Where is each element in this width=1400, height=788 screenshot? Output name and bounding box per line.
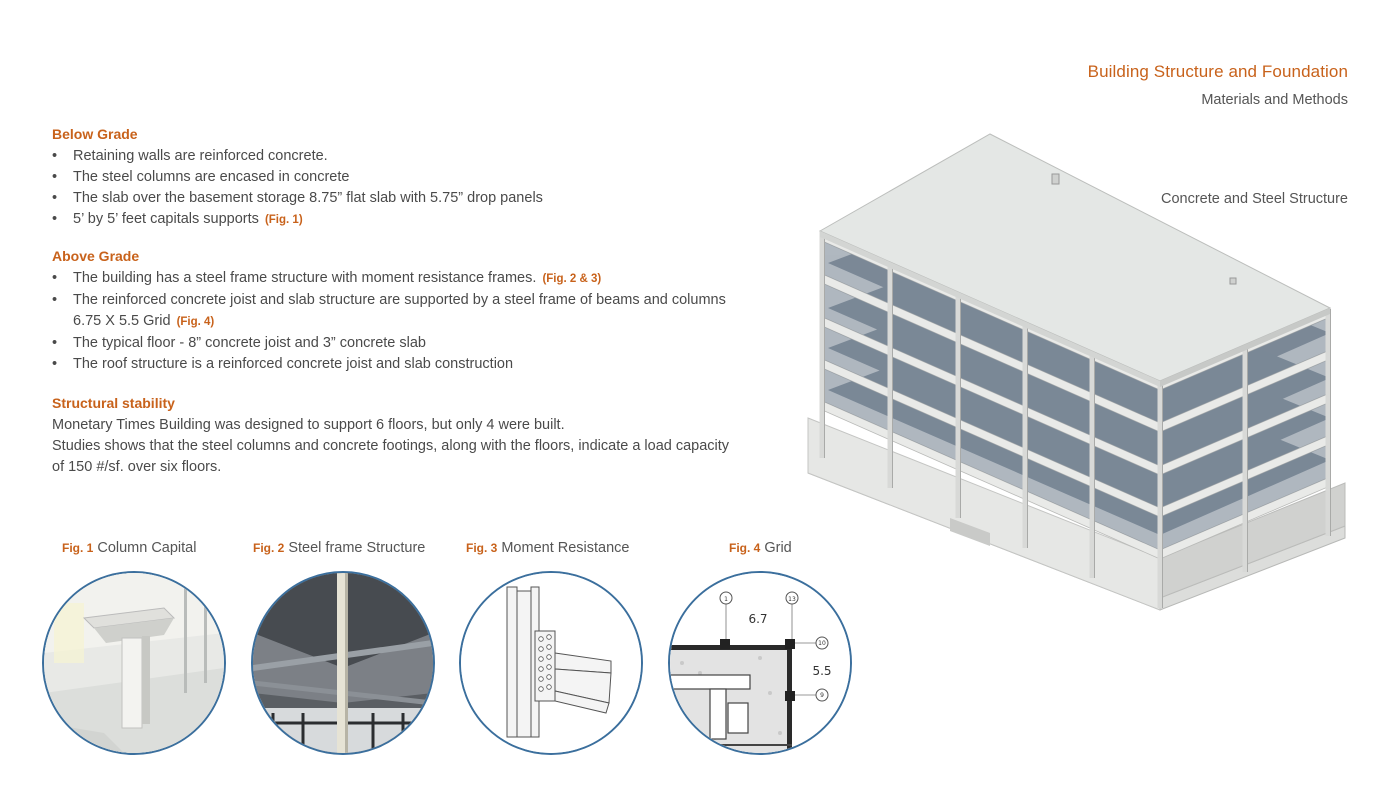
list-item: 5’ by 5’ feet capitals supports (Fig. 1) (52, 209, 732, 231)
grid-dimension-vertical: 5.5 (812, 664, 831, 678)
grid-tag-9: 9 (820, 692, 824, 699)
page-title: Building Structure and Foundation (1087, 62, 1348, 81)
list-item: Retaining walls are reinforced concrete. (52, 146, 732, 167)
below-grade-heading: Below Grade (52, 126, 138, 142)
grid-tag-13: 13 (788, 596, 796, 603)
list-item: The steel columns are encased in concret… (52, 167, 732, 188)
grid-tag-10: 10 (818, 640, 826, 647)
list-item: The building has a steel frame structure… (52, 268, 732, 290)
fig2-steel-frame-image (251, 571, 435, 755)
fig4-grid-image: 1 13 10 9 6.7 5.5 (668, 571, 852, 755)
grid-tag-1: 1 (724, 596, 728, 603)
grid-dimension-horizontal: 6.7 (748, 612, 767, 626)
fig3-moment-resistance-image (459, 571, 643, 755)
stability-text-1: Monetary Times Building was designed to … (52, 417, 565, 433)
figure-reference: (Fig. 4) (176, 316, 215, 328)
list-item: The reinforced concrete joist and slab s… (52, 290, 732, 333)
above-grade-list: The building has a steel frame structure… (52, 268, 732, 375)
below-grade-list: Retaining walls are reinforced concrete.… (52, 146, 732, 231)
main-figure-caption: Concrete and Steel Structure (1161, 191, 1348, 207)
building-axonometric-image (807, 133, 1346, 611)
list-item: The slab over the basement storage 8.75”… (52, 188, 732, 209)
list-item: The typical floor - 8” concrete joist an… (52, 333, 732, 354)
fig1-column-capital-image (42, 571, 226, 755)
figure-reference: (Fig. 2 & 3) (542, 273, 602, 285)
stability-heading: Structural stability (52, 395, 175, 411)
figure-reference: (Fig. 1) (264, 214, 303, 226)
stability-text-2: Studies shows that the steel columns and… (52, 438, 730, 475)
list-item: The roof structure is a reinforced concr… (52, 354, 732, 375)
page-subtitle: Materials and Methods (1201, 92, 1348, 108)
above-grade-heading: Above Grade (52, 248, 140, 264)
